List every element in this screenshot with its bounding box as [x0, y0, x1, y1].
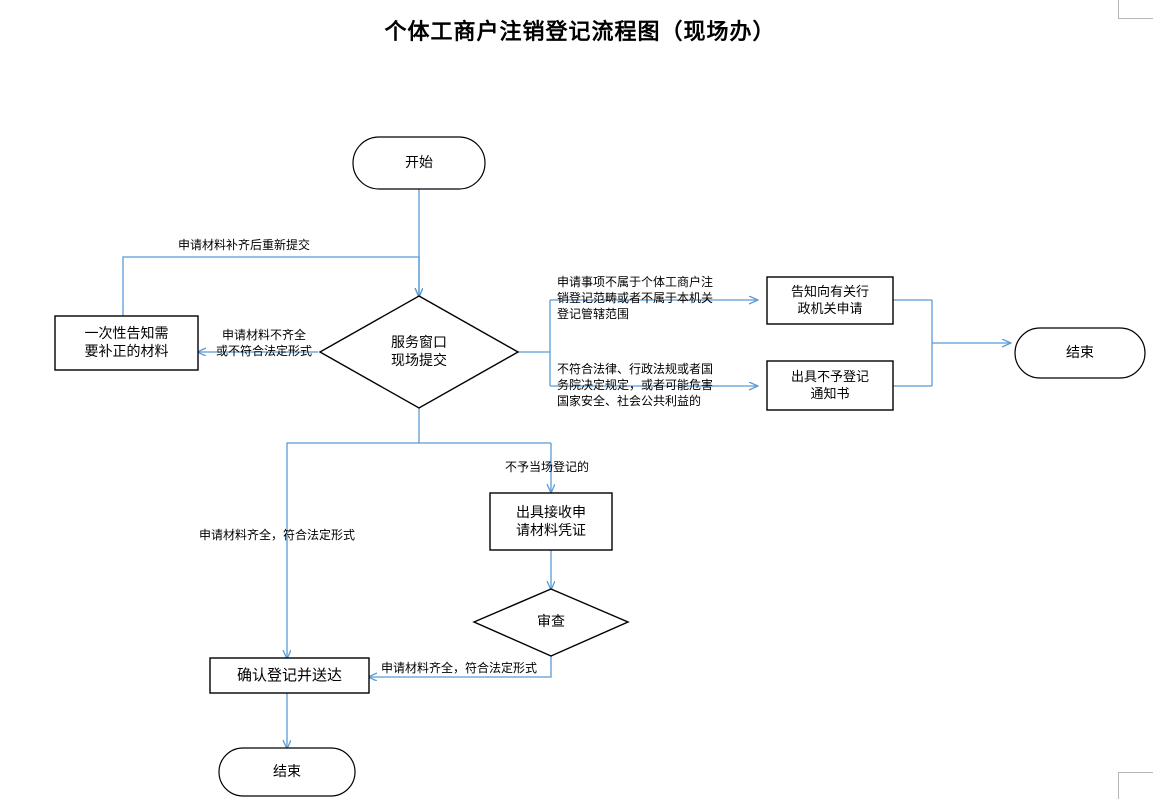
crop-mark-bottom-right	[1118, 772, 1153, 799]
node-end-bottom-shape[interactable]	[218, 747, 356, 797]
node-confirm-registration-shape[interactable]	[209, 657, 370, 694]
node-issue-receipt-shape[interactable]	[489, 492, 613, 551]
node-notify-correction-shape[interactable]	[54, 315, 199, 371]
flowchart-shapes	[54, 136, 1146, 797]
crop-mark-top-right	[1118, 0, 1153, 19]
edge-review-to-confirm-registration	[369, 656, 552, 677]
node-end-right-shape[interactable]	[1014, 327, 1146, 379]
node-issue-refusal-notice-shape[interactable]	[766, 360, 894, 411]
page-title: 个体工商户注销登记流程图（现场办）	[384, 19, 776, 44]
node-start-shape[interactable]	[352, 136, 486, 190]
node-service-window-shape[interactable]	[318, 295, 520, 409]
edge-notify-correction-back-to-decision	[122, 256, 419, 316]
connector-lines	[122, 189, 1010, 748]
node-review-shape[interactable]	[472, 588, 630, 657]
edge-decision-to-confirm-registration	[287, 408, 420, 658]
node-inform-other-agency-shape[interactable]	[766, 276, 894, 325]
